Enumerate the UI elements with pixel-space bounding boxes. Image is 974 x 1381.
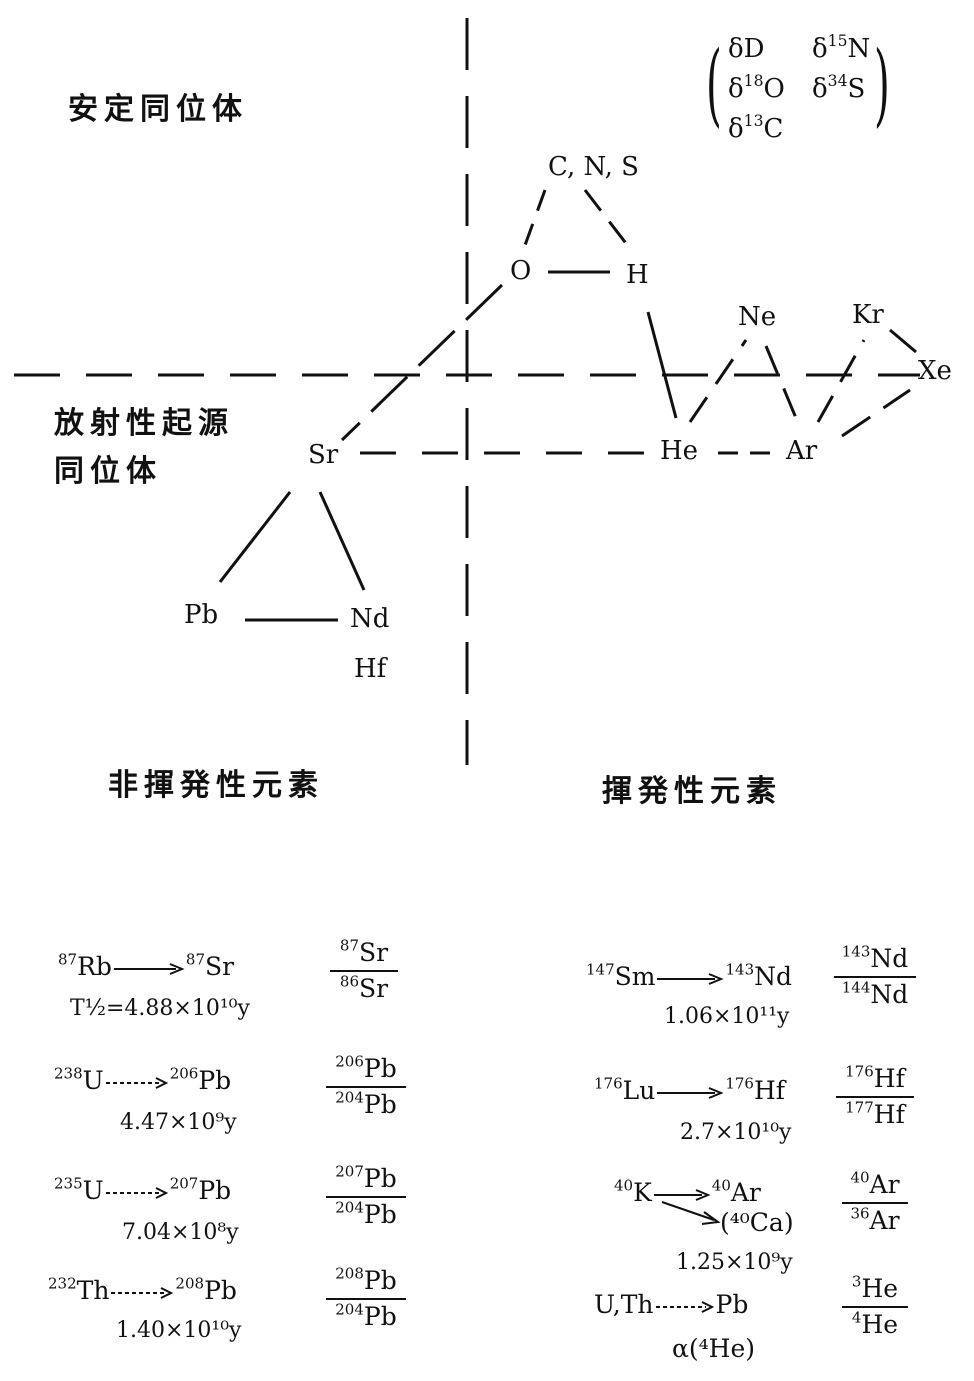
halflife-rb: T½=4.88×10¹⁰y	[70, 996, 250, 1021]
arrow-icon	[653, 1188, 711, 1201]
edge-he-ne	[688, 339, 748, 423]
ratio-pb207: 207Pb 204Pb	[326, 1162, 406, 1232]
node-ar: Ar	[786, 436, 818, 466]
edge-kr-xe	[889, 328, 917, 354]
ratio-hf: 176Hf 177Hf	[836, 1062, 914, 1132]
edge-ar-kr	[816, 339, 866, 423]
halflife-k: 1.25×10⁹y	[676, 1250, 793, 1275]
delta-d: δD	[728, 34, 765, 64]
edge-o-sr	[340, 283, 504, 442]
ratio-sr: 87Sr 86Sr	[330, 936, 398, 1006]
branch-ca: (⁴⁰Ca)	[720, 1208, 794, 1237]
node-o: O	[510, 256, 532, 286]
node-h: H	[626, 260, 649, 290]
ratio-pb208: 208Pb 204Pb	[326, 1264, 406, 1334]
arrow-icon	[113, 962, 185, 975]
edge-cns-h	[583, 189, 630, 247]
right-paren: )	[874, 32, 890, 137]
label-radiogenic-line2: 同位体	[54, 454, 162, 489]
node-xe: Xe	[918, 356, 952, 386]
dashed-arrow-icon	[655, 1300, 714, 1313]
edge-ar-xe	[841, 388, 911, 438]
dashed-arrow-icon	[105, 1186, 168, 1199]
edge-sr-nd	[318, 491, 366, 591]
halflife-u238: 4.47×10⁹y	[120, 1110, 237, 1135]
delta-15n: δ15N	[812, 32, 871, 64]
dashed-arrow-icon	[105, 1076, 168, 1089]
label-non-volatile: 非揮発性元素	[108, 768, 324, 803]
ratio-pb206: 206Pb 204Pb	[326, 1052, 406, 1122]
edge-ne-ar	[764, 345, 798, 419]
label-radiogenic-line1: 放射性起源	[54, 406, 234, 441]
node-hf: Hf	[354, 654, 387, 684]
delta-13c: δ13C	[728, 112, 784, 144]
dashed-arrow-icon	[111, 1286, 174, 1299]
ratio-nd: 143Nd 144Nd	[834, 942, 916, 1012]
edge-sr-pb	[218, 491, 292, 583]
label-stable-isotopes: 安定同位体	[68, 92, 248, 127]
arrow-icon	[657, 972, 725, 985]
node-nd: Nd	[350, 604, 390, 634]
halflife-u235: 7.04×10⁸y	[122, 1220, 239, 1245]
node-ne: Ne	[738, 302, 777, 332]
label-volatile: 揮発性元素	[602, 774, 782, 809]
node-he: He	[660, 436, 699, 466]
arrow-icon	[657, 1086, 724, 1099]
halflife-lu: 2.7×10¹⁰y	[680, 1120, 792, 1145]
node-kr: Kr	[852, 300, 884, 330]
alpha-he: α(⁴He)	[672, 1334, 756, 1363]
edge-h-he	[646, 311, 678, 419]
node-sr: Sr	[308, 440, 339, 470]
ratio-ar: 40Ar 36Ar	[842, 1168, 908, 1238]
halflife-sm: 1.06×10¹¹y	[664, 1004, 790, 1029]
delta-18o: δ18O	[728, 72, 785, 104]
delta-34s: δ34S	[812, 72, 866, 104]
left-paren: (	[706, 32, 722, 137]
halflife-th232: 1.40×10¹⁰y	[116, 1318, 242, 1343]
node-pb: Pb	[184, 600, 219, 630]
ratio-he: 3He 4He	[842, 1272, 908, 1342]
edge-cns-o	[522, 189, 547, 249]
branch-arrow-icon	[661, 1201, 721, 1225]
node-cns: C, N, S	[548, 152, 639, 182]
